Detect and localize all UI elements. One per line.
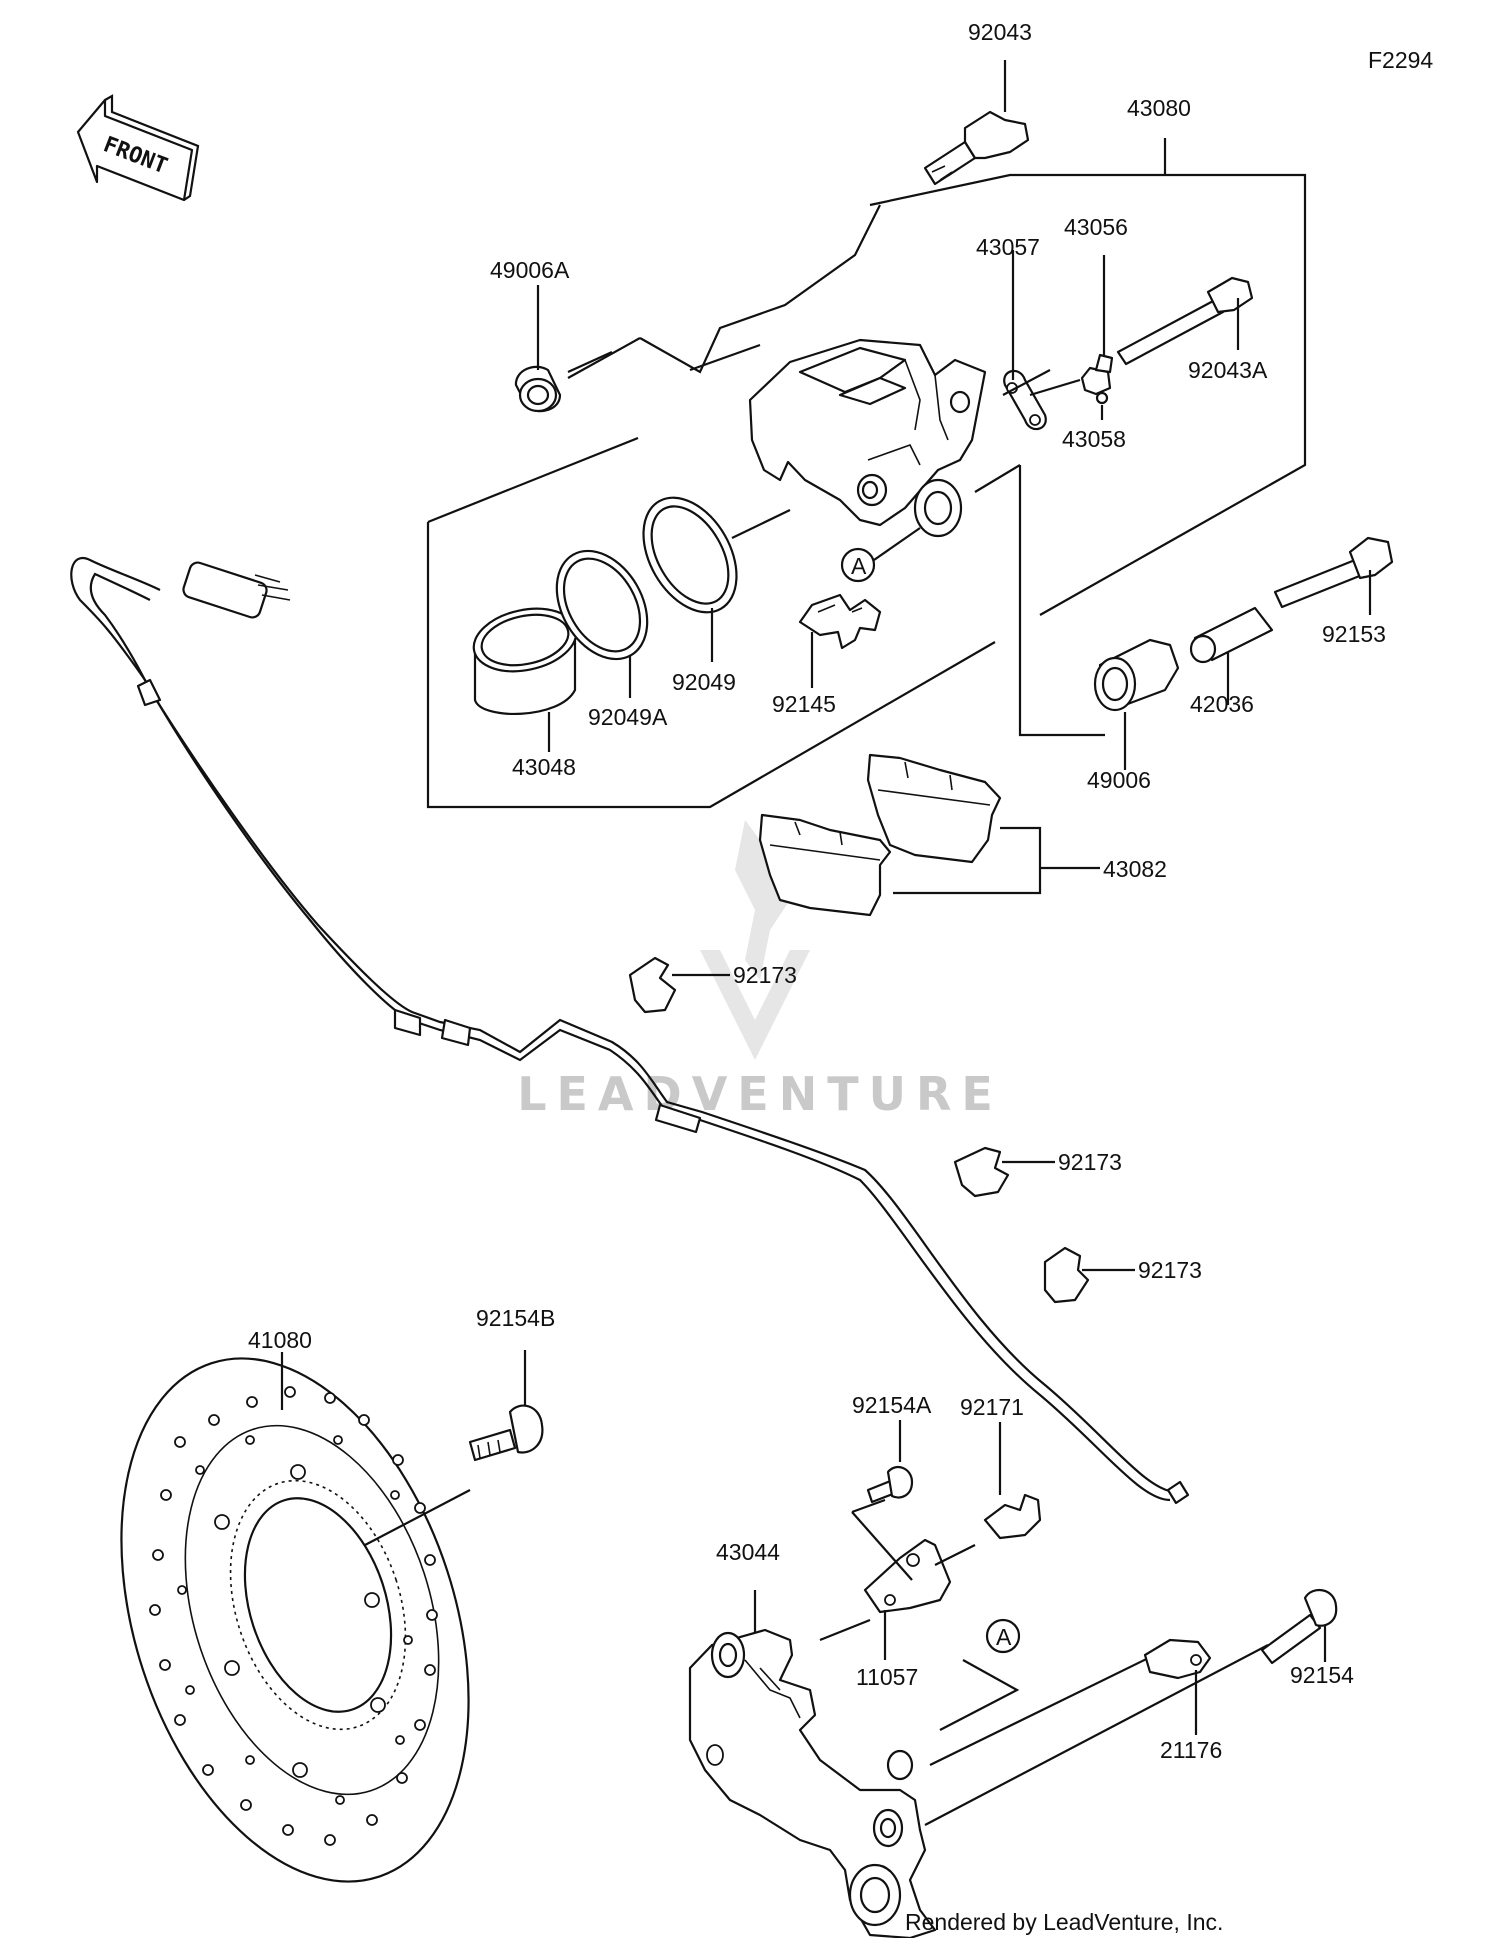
label-92043A: 92043A <box>1188 357 1268 383</box>
seal-92049 <box>642 496 791 662</box>
credit-text: Rendered by LeadVenture, Inc. <box>905 1909 1223 1935</box>
callout-a-bottom-text: A <box>996 1624 1012 1650</box>
label-43080: 43080 <box>1127 95 1191 121</box>
bracket-11057 <box>819 1511 976 1660</box>
label-43044: 43044 <box>716 1539 780 1565</box>
bolt-92154 <box>1260 1588 1338 1665</box>
label-42036: 42036 <box>1190 691 1254 717</box>
callout-a-bottom: A <box>939 1618 1021 1731</box>
bleeder-cap-43058 <box>1095 391 1109 420</box>
label-49006A: 49006A <box>490 257 570 283</box>
caliper-body <box>748 338 987 538</box>
callout-a-top: A <box>840 527 921 583</box>
label-21176: 21176 <box>1160 1737 1222 1763</box>
pin-92043A <box>1002 276 1254 396</box>
bleeder-screw-43056 <box>1080 255 1114 396</box>
label-92173-c: 92173 <box>1138 1257 1202 1283</box>
pad-spring-92145 <box>798 593 882 688</box>
boot-49006 <box>1093 638 1180 770</box>
clip-92173-b <box>953 1146 1055 1198</box>
watermark-text: LEADVENTURE <box>517 1067 1003 1121</box>
label-92153: 92153 <box>1322 621 1386 647</box>
front-direction-arrow: FRONT <box>76 94 200 202</box>
label-92173-a: 92173 <box>733 962 797 988</box>
clamp-92171 <box>983 1422 1042 1540</box>
sleeve-42036 <box>1189 606 1274 705</box>
label-92154B: 92154B <box>476 1305 555 1331</box>
label-43048: 43048 <box>512 754 576 780</box>
label-11057: 11057 <box>856 1664 918 1690</box>
label-92173-b: 92173 <box>1058 1149 1122 1175</box>
caliper-assembly-bracket <box>426 138 1307 809</box>
label-43058: 43058 <box>1062 426 1126 452</box>
callout-a-top-text: A <box>851 553 867 579</box>
abs-sensor-cable <box>70 556 1176 1502</box>
figure-code: F2294 <box>1368 47 1433 73</box>
label-43056: 43056 <box>1064 214 1128 240</box>
clip-92173-c <box>1043 1246 1135 1304</box>
abs-sensor-21176 <box>1143 1480 1212 1735</box>
watermark: LEADVENTURE <box>517 820 1003 1121</box>
label-92171: 92171 <box>960 1394 1024 1420</box>
label-43057: 43057 <box>976 234 1040 260</box>
bolt-92153 <box>1273 536 1394 615</box>
brake-disc-41080 <box>120 1352 471 1883</box>
bolt-92154A <box>851 1420 914 1514</box>
piston-43048 <box>472 607 578 752</box>
bleeder-43057 <box>1003 250 1081 431</box>
label-92154: 92154 <box>1290 1662 1354 1688</box>
boot-49006A <box>514 285 613 413</box>
bolt-92154B <box>468 1350 544 1462</box>
label-92049A: 92049A <box>588 704 668 730</box>
caliper-bracket-43044 <box>688 1590 1269 1938</box>
label-43082: 43082 <box>1103 856 1167 882</box>
bolt-92043 <box>923 60 1030 186</box>
label-92154A: 92154A <box>852 1392 932 1418</box>
label-92049: 92049 <box>672 669 736 695</box>
label-92043: 92043 <box>968 19 1032 45</box>
brake-pads-43082 <box>758 753 1100 917</box>
seal-92049A <box>555 549 649 698</box>
label-92145: 92145 <box>772 691 836 717</box>
label-41080: 41080 <box>248 1327 312 1353</box>
clip-92173-a <box>628 956 730 1014</box>
part-labels: 92043 43080 43057 43056 49006A 92043A 43… <box>248 19 1386 1763</box>
label-49006: 49006 <box>1087 767 1151 793</box>
